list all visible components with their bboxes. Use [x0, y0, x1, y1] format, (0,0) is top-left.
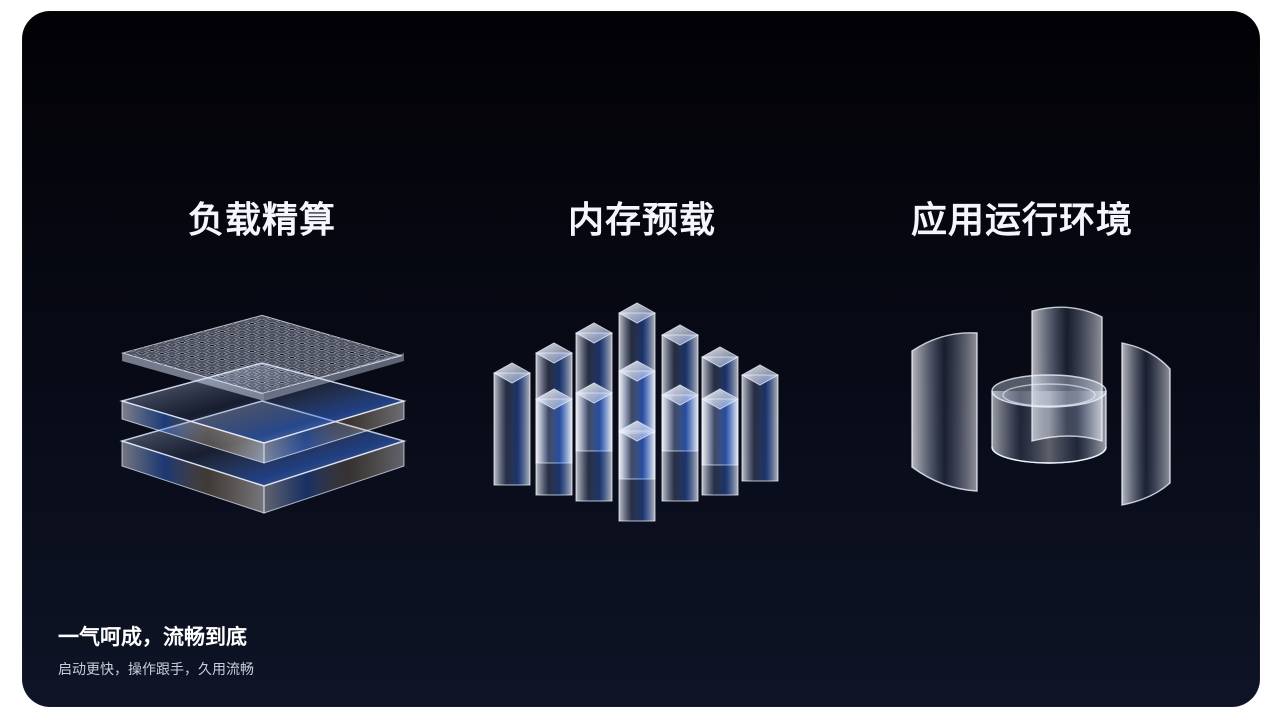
caption: 一气呵成，流畅到底 启动更快，操作跟手，久用流畅: [58, 621, 254, 679]
promo-card: 负载精算: [22, 11, 1260, 707]
feature-title: 负载精算: [187, 200, 336, 241]
crystal-pillars-icon: [492, 302, 780, 522]
feature-app-runtime: 应用运行环境: [852, 191, 1192, 551]
layered-grid-icon: [119, 314, 407, 514]
feature-title: 内存预载: [567, 200, 716, 241]
caption-subline: 启动更快，操作跟手，久用流畅: [58, 662, 254, 678]
caption-headline: 一气呵成，流畅到底: [58, 625, 247, 649]
feature-title: 应用运行环境: [910, 200, 1133, 241]
feature-load-computation: 负载精算: [92, 191, 432, 551]
glass-cylinder-icon: [911, 306, 1171, 506]
feature-memory-preload: 内存预载: [472, 191, 812, 551]
